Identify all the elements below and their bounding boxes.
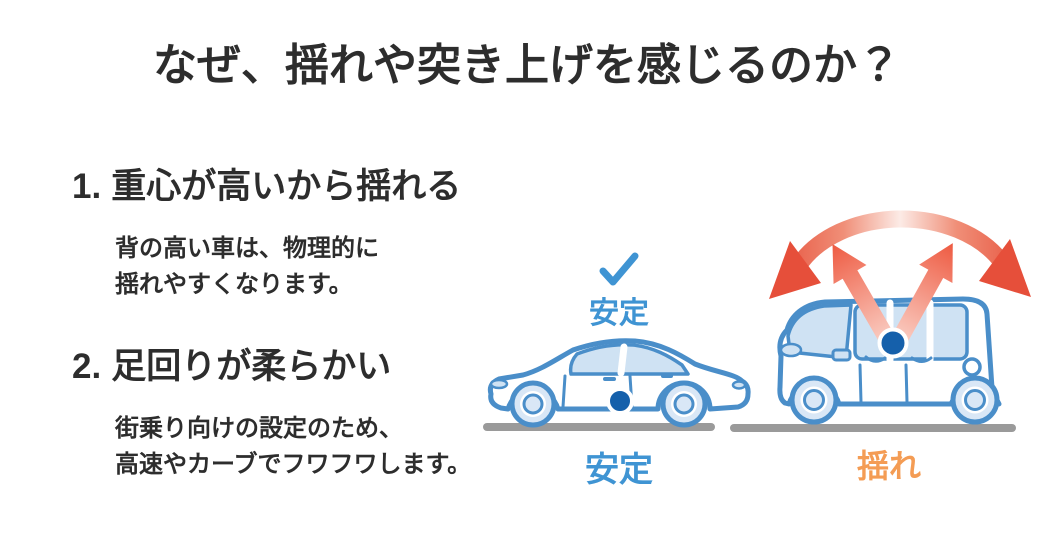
reason-1-body-line-1: 背の高い車は、物理的に [115, 234, 379, 262]
fuel-cap [962, 357, 982, 377]
sway-arrows-icon [769, 210, 1031, 359]
arc-arrowhead-left-icon [769, 241, 821, 299]
reason-1-heading: 1. 重心が高いから揺れる [72, 167, 512, 207]
stable-top-label: 安定 [589, 297, 649, 330]
center-of-gravity-dot [877, 327, 909, 359]
sway-arc-arrow-icon [791, 210, 1008, 270]
front-wheel [789, 375, 839, 425]
reason-2-body-line-1: 街乗り向けの設定のため、 [115, 414, 403, 442]
reason-1-number: 1. [72, 167, 102, 206]
front-wheel [509, 380, 557, 428]
rear-wheel [660, 380, 708, 428]
stable-top-caption: 安定 [483, 252, 755, 332]
reason-2-heading: 2. 足回りが柔らかい [72, 347, 512, 387]
sedan-car-illustration [483, 338, 751, 431]
sway-car-figure: 揺れ [725, 195, 1031, 488]
side-mirror [831, 348, 852, 362]
check-icon [599, 252, 639, 286]
reason-item-2: 2. 足回りが柔らかい 街乗り向けの設定のため、 高速やカーブでフワフワします。 [72, 347, 512, 483]
center-of-gravity-dot [606, 387, 634, 415]
reason-1-body-line-2: 揺れやすくなります。 [115, 270, 353, 298]
sway-bottom-label: 揺れ [856, 448, 921, 484]
reason-2-number: 2. [72, 347, 102, 386]
reason-2-body-line-2: 高速やカーブでフワフワします。 [115, 450, 472, 478]
reason-1-heading-text: 重心が高いから揺れる [111, 167, 462, 206]
reason-2-body: 街乗り向けの設定のため、 高速やカーブでフワフワします。 [115, 411, 512, 483]
reason-item-1: 1. 重心が高いから揺れる 背の高い車は、物理的に 揺れやすくなります。 [72, 167, 512, 303]
rear-wheel [950, 375, 1000, 425]
stable-bottom-label: 安定 [585, 451, 653, 489]
reason-2-heading-text: 足回りが柔らかい [111, 347, 392, 386]
page-title: なぜ、揺れや突き上げを感じるのか？ [153, 41, 901, 90]
arc-arrowhead-right-icon [979, 239, 1031, 297]
stable-car-figure: 安定 安定 [483, 248, 755, 489]
reason-1-body: 背の高い車は、物理的に 揺れやすくなります。 [115, 231, 512, 303]
